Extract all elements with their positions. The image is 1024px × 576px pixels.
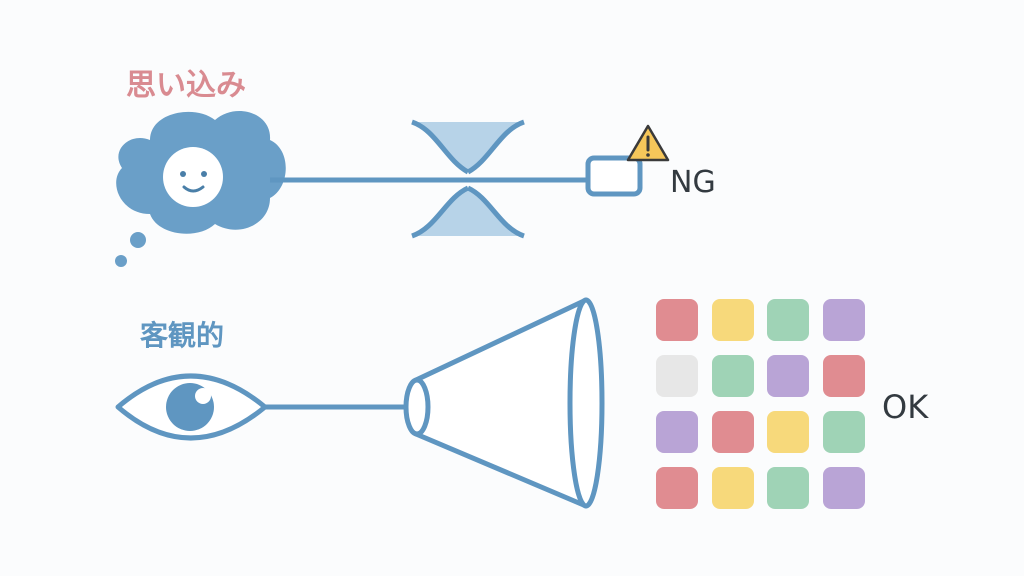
funnel-widening-icon <box>403 297 605 509</box>
color-tile <box>656 299 698 341</box>
color-tile <box>822 299 865 341</box>
small-box-icon <box>585 155 643 197</box>
color-tile <box>767 467 809 509</box>
color-tile <box>767 411 809 453</box>
ok-result-label: OK <box>882 388 929 426</box>
warning-icon <box>626 124 670 162</box>
color-tile <box>711 467 754 509</box>
eye-icon <box>115 373 268 441</box>
objective-label: 客観的 <box>140 319 225 352</box>
color-tile <box>656 467 698 509</box>
assumption-label: 思い込み <box>126 68 246 103</box>
color-tile <box>767 299 809 341</box>
ng-result-label: NG <box>670 165 716 200</box>
color-tile <box>822 467 865 509</box>
color-tile <box>711 299 754 341</box>
color-tile <box>767 355 809 397</box>
color-tile <box>711 411 754 453</box>
color-tile <box>656 411 698 453</box>
face-icon <box>163 147 223 207</box>
hourglass-narrowing-icon <box>411 119 525 239</box>
color-tile <box>711 355 754 397</box>
color-tile <box>656 355 698 397</box>
color-tile <box>822 411 865 453</box>
color-tile <box>822 355 865 397</box>
